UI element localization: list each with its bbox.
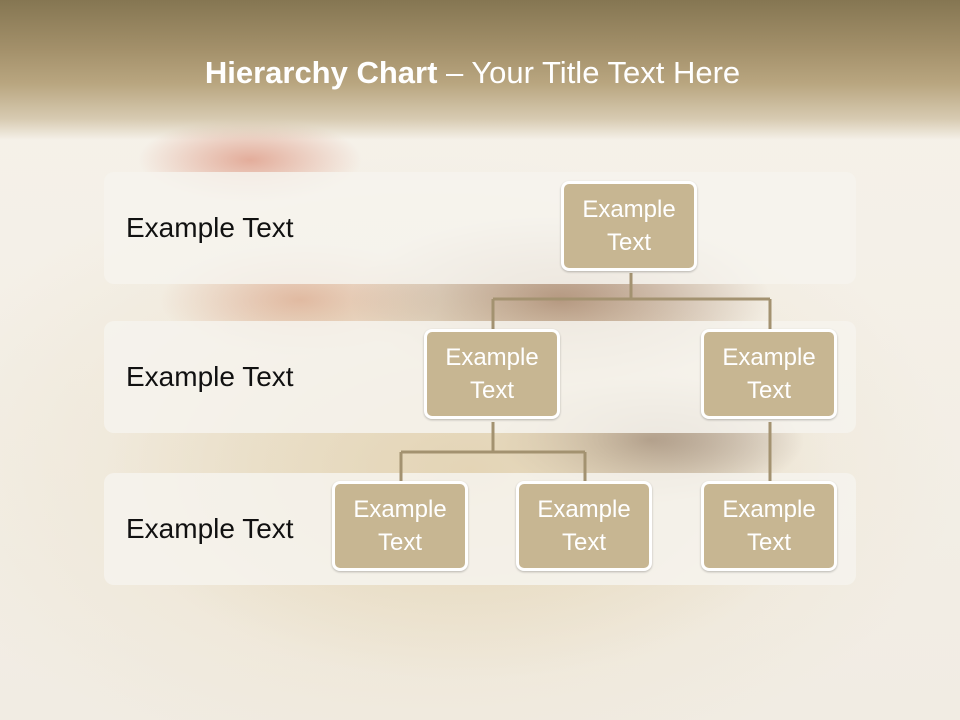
node-root[interactable]: Example Text	[561, 181, 697, 271]
node-level2-left[interactable]: Example Text	[424, 329, 560, 419]
node-root-label: Example Text	[582, 196, 676, 256]
title-band	[0, 0, 960, 140]
node-level2-right[interactable]: Example Text	[701, 329, 837, 419]
node-level3-middle-label: Example Text	[537, 496, 631, 556]
connector-root-to-level2	[491, 273, 772, 330]
node-level3-middle[interactable]: Example Text	[516, 481, 652, 571]
node-level3-right-label: Example Text	[722, 496, 816, 556]
node-level2-left-label: Example Text	[445, 344, 539, 404]
title-bold: Hierarchy Chart	[204, 55, 438, 90]
node-level3-left[interactable]: Example Text	[332, 481, 468, 571]
slide-title: Hierarchy Chart – Your Title Text Here	[0, 55, 945, 91]
connector-left-to-level3	[399, 422, 587, 482]
level-band-1: Example Text	[104, 172, 856, 284]
node-level3-left-label: Example Text	[353, 496, 447, 556]
title-rest: – Your Title Text Here	[437, 55, 741, 90]
level-label-1: Example Text	[126, 212, 294, 243]
level-label-2: Example Text	[126, 361, 294, 392]
node-level3-right[interactable]: Example Text	[701, 481, 837, 571]
level-label-3: Example Text	[126, 513, 294, 544]
node-level2-right-label: Example Text	[722, 344, 816, 404]
